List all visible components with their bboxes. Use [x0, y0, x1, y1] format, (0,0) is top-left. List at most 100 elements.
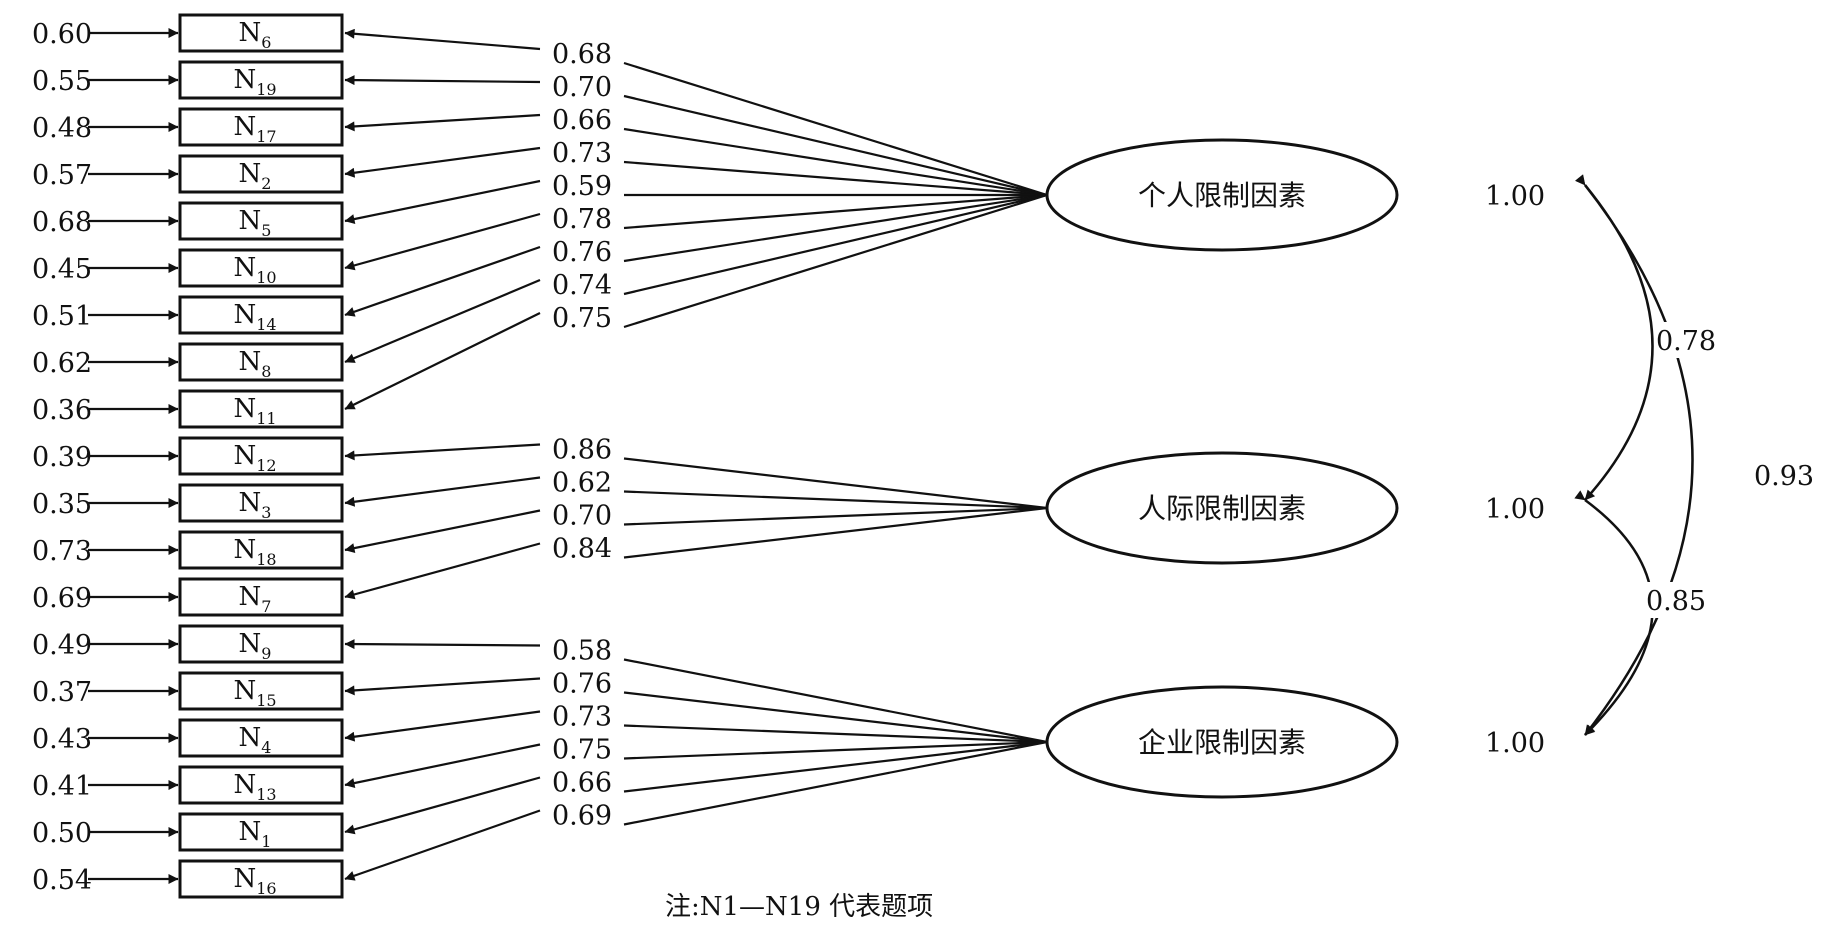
loading-line: [623, 193, 1048, 263]
loading-arrow: [344, 212, 541, 271]
factor-variance-value: 1.00: [1485, 728, 1545, 759]
loading-arrow: [344, 312, 541, 410]
item-label: N8: [239, 347, 272, 381]
factor-label: 个人限制因素: [1138, 179, 1306, 212]
loading-arrow: [344, 443, 541, 461]
loading-arrow: [344, 776, 541, 835]
loading-value: 0.70: [552, 501, 612, 532]
error-variance-value: 0.43: [32, 724, 92, 755]
loading-line: [623, 160, 1048, 197]
loading-line: [623, 193, 1048, 230]
item-label: N13: [233, 770, 276, 804]
item-box: [178, 859, 344, 899]
item-label: N4: [239, 723, 272, 757]
correlation-f1-f2-value: 0.78: [1656, 326, 1716, 357]
factor-ellipse: [1045, 138, 1399, 252]
item-box: [178, 530, 344, 570]
error-variance-value: 0.45: [32, 254, 92, 285]
item-box: [178, 483, 344, 523]
item-box: [178, 13, 344, 53]
item-label: N10: [233, 253, 276, 287]
loading-value: 0.73: [552, 702, 612, 733]
loading-value: 0.86: [552, 435, 612, 466]
error-variance-value: 0.60: [32, 19, 92, 50]
loading-value: 0.59: [552, 171, 612, 202]
loading-arrow: [344, 179, 541, 224]
loading-value: 0.69: [552, 801, 612, 832]
correlation-arc-f1-f3: [1575, 174, 1694, 736]
loading-arrow: [344, 509, 541, 554]
item-label: N11: [233, 394, 276, 428]
error-variance-value: 0.35: [32, 489, 92, 520]
loading-value: 0.70: [552, 72, 612, 103]
loading-line: [623, 490, 1048, 510]
item-box: [178, 812, 344, 852]
item-box: [178, 107, 344, 147]
loading-value: 0.75: [552, 303, 612, 334]
loading-value: 0.62: [552, 468, 612, 499]
item-box: [178, 718, 344, 758]
error-variance-value: 0.36: [32, 395, 92, 426]
loading-value: 0.73: [552, 138, 612, 169]
factor-correlations: 0.78 0.85 0.93: [1574, 174, 1815, 736]
loading-value: 0.76: [552, 669, 612, 700]
item-label: N16: [233, 864, 276, 898]
factor-label: 企业限制因素: [1138, 726, 1306, 759]
loading-arrow: [344, 28, 541, 51]
loading-arrow: [344, 743, 541, 788]
error-variance-value: 0.55: [32, 66, 92, 97]
item-label: N3: [239, 488, 272, 522]
loading-arrow: [344, 146, 541, 178]
item-label: N17: [233, 112, 276, 146]
loading-line: [623, 740, 1048, 826]
item-label: N19: [233, 65, 276, 99]
loading-line: [623, 193, 1048, 329]
item-label: N6: [239, 18, 272, 52]
loading-value: 0.74: [552, 270, 612, 301]
loading-value: 0.76: [552, 237, 612, 268]
item-box: [178, 624, 344, 664]
item-label: N9: [239, 629, 272, 663]
item-box: [178, 154, 344, 194]
factor-label: 人际限制因素: [1138, 492, 1306, 525]
loading-line: [623, 127, 1048, 197]
loading-line: [623, 61, 1048, 197]
loading-paths: 0.680.700.660.730.590.780.760.740.750.86…: [344, 28, 1048, 881]
error-variance-value: 0.73: [32, 536, 92, 567]
item-box: [178, 201, 344, 241]
item-box: [178, 671, 344, 711]
loading-line: [623, 506, 1048, 559]
loading-arrow: [344, 542, 541, 600]
error-variance-value: 0.37: [32, 677, 92, 708]
factor-variance-value: 1.00: [1485, 494, 1545, 525]
loading-arrow: [344, 476, 541, 507]
loading-arrow: [344, 639, 541, 650]
loading-value: 0.78: [552, 204, 612, 235]
item-box: [178, 248, 344, 288]
loading-line: [623, 193, 1048, 296]
item-box: [178, 342, 344, 382]
error-variance-value: 0.49: [32, 630, 92, 661]
loading-line: [623, 506, 1048, 526]
error-variance-value: 0.50: [32, 818, 92, 849]
error-variance-value: 0.68: [32, 207, 92, 238]
loading-line: [623, 658, 1048, 744]
loading-line: [623, 94, 1048, 197]
item-label: N12: [233, 441, 276, 475]
error-variance-value: 0.48: [32, 113, 92, 144]
loading-arrow: [344, 677, 541, 696]
loading-arrow: [344, 245, 541, 317]
item-box: [178, 60, 344, 100]
loading-value: 0.68: [552, 39, 612, 70]
item-label: N18: [233, 535, 276, 569]
item-box: [178, 577, 344, 617]
error-variance-value: 0.54: [32, 865, 92, 896]
item-box: [178, 765, 344, 805]
loading-value: 0.66: [552, 768, 612, 799]
item-label: N5: [239, 206, 272, 240]
loading-value: 0.58: [552, 636, 612, 667]
error-variance-value: 0.57: [32, 160, 92, 191]
